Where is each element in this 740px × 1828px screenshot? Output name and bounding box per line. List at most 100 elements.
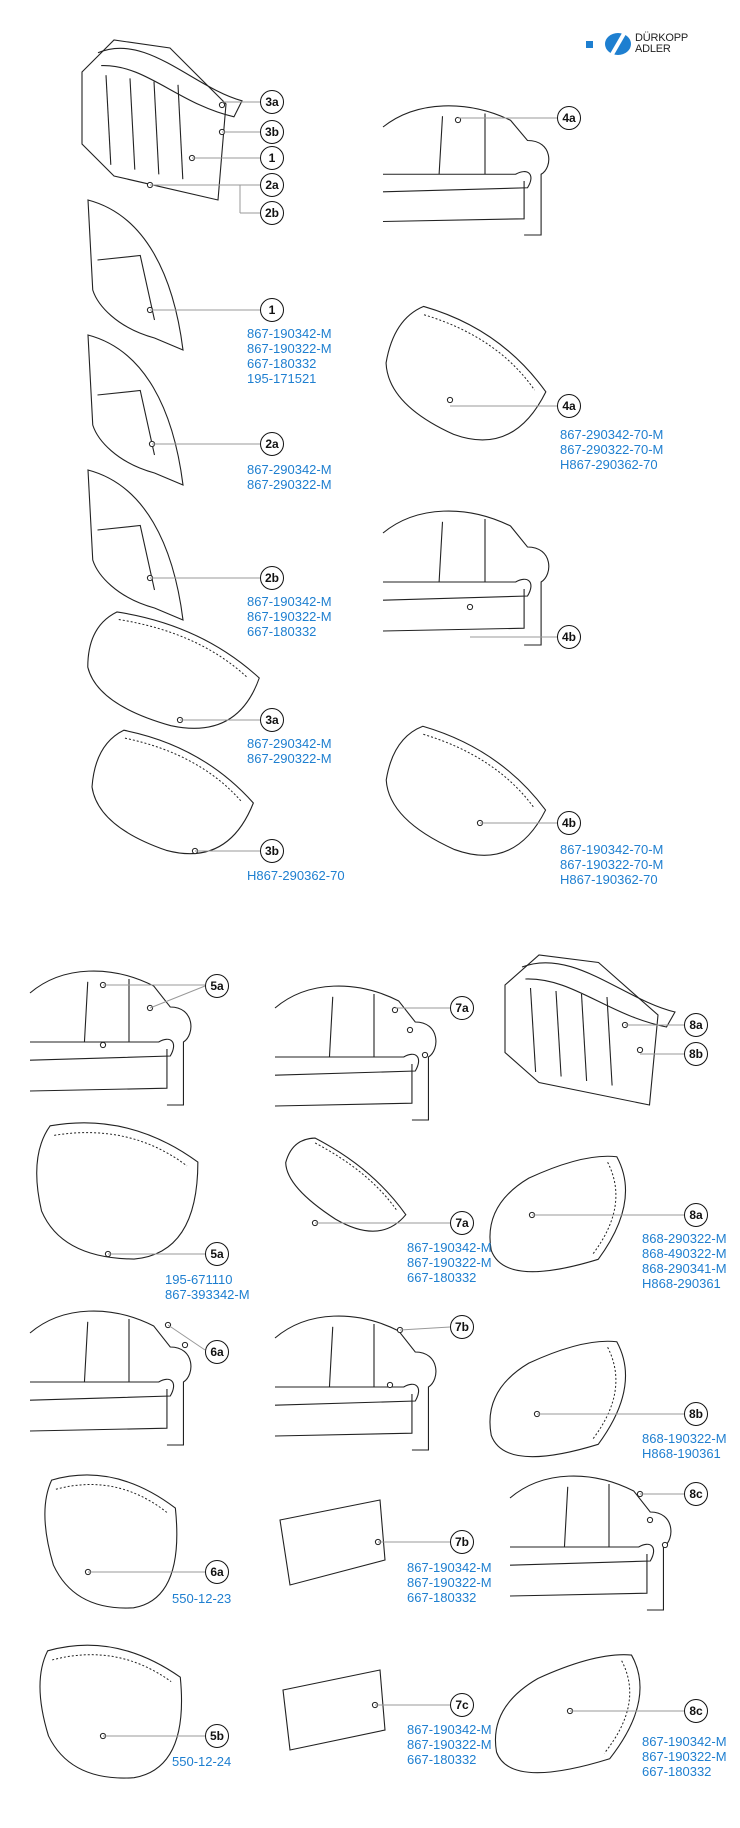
part-number: 867-290322-70-M	[560, 442, 664, 457]
sofa-cushion-seams	[328, 1324, 375, 1388]
part-numbers-6a: 550-12-23	[172, 1591, 231, 1606]
brand-line1: DÜRKOPP	[635, 32, 688, 44]
leader-line	[399, 1326, 451, 1331]
cover-piece	[385, 725, 547, 856]
stitch-point-marker	[466, 603, 474, 611]
callout-c4b: 4b	[557, 811, 581, 835]
cover-piece-outline	[285, 1137, 407, 1232]
part-number: 867-190342-M	[247, 326, 332, 341]
stitch-point-marker	[391, 1006, 399, 1014]
part-number: 195-671110	[165, 1272, 233, 1287]
cover-piece	[489, 1155, 627, 1273]
sofa-base	[274, 1394, 413, 1437]
callout-c8a: 8a	[684, 1203, 708, 1227]
stitch-point-marker	[646, 1516, 654, 1524]
sofa-cushion-seams	[328, 994, 375, 1058]
sofa-seat	[274, 1383, 420, 1406]
stitch-point-marker	[421, 1051, 429, 1059]
brand-square-icon	[586, 40, 593, 48]
cover-piece	[494, 1654, 641, 1774]
seam-line	[314, 1142, 398, 1212]
callout-c4a: 4a	[557, 394, 581, 418]
callout-c7a: 7a	[450, 1211, 474, 1235]
part-number: 868-290341-M	[642, 1261, 727, 1276]
part-number: H867-290362-70	[560, 457, 658, 472]
callout-c2a-top: 2a	[260, 173, 284, 197]
cover-piece-outline	[385, 305, 547, 441]
part-number: 550-12-23	[172, 1591, 232, 1606]
seam-line	[124, 737, 243, 803]
part-number: 867-190322-70-M	[560, 857, 664, 872]
callout-c7b-sofa: 7b	[450, 1315, 474, 1339]
callout-c5b: 5b	[205, 1724, 229, 1748]
cover-piece-outline	[39, 1644, 183, 1779]
chair-pleat	[129, 78, 136, 170]
part-number: H867-290362-70	[247, 868, 345, 883]
sofa-outline	[29, 1310, 192, 1446]
sofa-base	[274, 1064, 413, 1107]
cover-piece	[87, 611, 260, 729]
stitch-point-marker	[181, 1341, 189, 1349]
callout-c7b: 7b	[450, 1530, 474, 1554]
sofa-seat	[382, 578, 532, 601]
part-numbers-3b: H867-290362-70	[247, 868, 345, 883]
part-number: 867-290342-M	[247, 462, 332, 477]
callout-c8c-sofa: 8c	[684, 1482, 708, 1506]
part-number: 667-180332	[407, 1270, 477, 1285]
chair-pleat	[177, 84, 184, 180]
cover-piece	[44, 1474, 178, 1609]
sofa-seat	[382, 171, 532, 193]
callout-c3a-top: 3a	[260, 90, 284, 114]
tray-cover-outline	[279, 1499, 386, 1586]
sofa-base	[509, 1554, 648, 1597]
part-number: 667-180332	[642, 1764, 712, 1779]
part-number: 867-190322-M	[247, 609, 332, 624]
callout-c7a-sofa: 7a	[450, 996, 474, 1020]
part-number: H868-290361	[642, 1276, 721, 1291]
brand-line2: ADLER	[635, 43, 671, 55]
stitch-point-marker	[446, 396, 454, 404]
sofa-outline	[274, 985, 437, 1121]
sofa-base	[29, 1389, 168, 1432]
cover-piece	[36, 1122, 199, 1260]
part-number: 868-190322-M	[642, 1431, 727, 1446]
callout-c8b: 8b	[684, 1402, 708, 1426]
sofa-base	[382, 589, 525, 632]
cover-piece-outline	[494, 1654, 641, 1774]
side-panel-outline	[87, 469, 184, 621]
cover-piece	[91, 729, 254, 855]
cover-piece-outline	[91, 729, 254, 855]
sofa-outline	[509, 1475, 672, 1611]
cover-piece	[385, 305, 547, 441]
part-numbers-5b: 550-12-24	[172, 1754, 231, 1769]
callout-c3a: 3a	[260, 708, 284, 732]
stitch-point-marker	[661, 1541, 669, 1549]
cover-piece-outline	[44, 1474, 178, 1609]
chair-pleat	[580, 993, 588, 1082]
callout-c2b-top: 2b	[260, 201, 284, 225]
part-number: 867-290322-M	[247, 477, 332, 492]
part-number: 867-190342-M	[247, 594, 332, 609]
callout-c5a-sofa: 5a	[205, 974, 229, 998]
cover-piece-outline	[489, 1340, 627, 1458]
leader-line	[149, 985, 206, 1009]
part-number: 868-490322-M	[642, 1246, 727, 1261]
tray-cover-outline	[282, 1669, 386, 1751]
sofa-cushion-seams	[438, 113, 486, 175]
seam-line	[54, 1132, 188, 1167]
part-number: 868-290322-M	[642, 1231, 727, 1246]
chair-pleat	[153, 81, 160, 175]
callout-c2b: 2b	[260, 566, 284, 590]
sofa-seat	[29, 1378, 175, 1401]
part-number: 867-190322-M	[642, 1749, 727, 1764]
